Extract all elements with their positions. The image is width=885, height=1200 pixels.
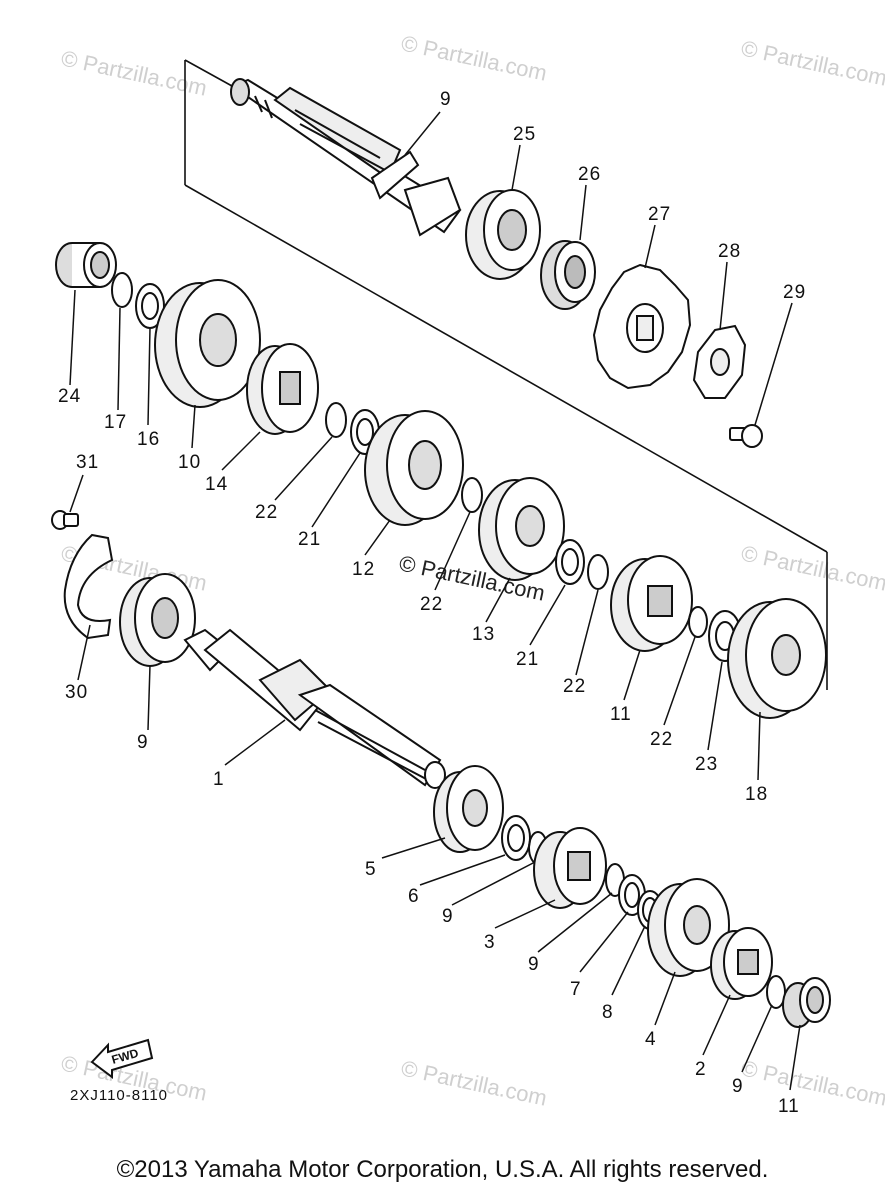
callout-23: 23 [695, 754, 718, 775]
bearing-25 [465, 189, 541, 280]
gear-16 [478, 477, 565, 581]
callout-15: 12 [352, 559, 375, 580]
bolt-31 [51, 510, 79, 530]
callout-22b: 22 [420, 594, 443, 615]
leader-lines [69, 111, 801, 1091]
callout-25: 25 [513, 124, 536, 145]
watermark-5: © Partzilla.com [739, 540, 885, 595]
bolt-29 [729, 424, 763, 448]
circlip-22a [325, 402, 347, 438]
callout-24: 24 [58, 386, 81, 407]
gear-13 [154, 279, 261, 408]
main-shaft-1 [183, 628, 446, 789]
callout-18: 18 [745, 784, 768, 805]
callout-13: 10 [178, 452, 201, 473]
bearing-10 [119, 573, 196, 667]
bearing-11 [782, 977, 831, 1028]
watermark-8: © Partzilla.com [739, 1055, 885, 1110]
gear-15 [364, 410, 464, 526]
callout-29: 29 [783, 282, 806, 303]
callout-8: 8 [602, 1002, 614, 1023]
callout-3: 3 [484, 932, 496, 953]
callout-6: 6 [408, 886, 420, 907]
callout-31: 31 [76, 452, 99, 473]
lock-washer-28 [692, 324, 747, 399]
circlip-20 [111, 272, 133, 308]
callout-10-label: 9 [137, 732, 149, 753]
washer-19 [135, 283, 165, 329]
callout-22d: 22 [650, 729, 673, 750]
gear-3 [533, 827, 607, 909]
bearing-stopper-30 [63, 533, 114, 640]
callout-9-lower: 9 [732, 1076, 744, 1097]
callout-9a: 9 [442, 906, 454, 927]
gear-2 [710, 927, 773, 1000]
watermark-1: © Partzilla.com [59, 45, 209, 100]
oil-seal-26 [540, 240, 596, 310]
main-axle [229, 78, 462, 237]
gear-17 [246, 343, 319, 435]
diagram-code: 2XJ110-8110 [70, 1087, 168, 1104]
callout-5: 5 [365, 859, 377, 880]
callout-21a: 21 [298, 529, 321, 550]
callout-19: 16 [137, 429, 160, 450]
callout-11-bearing: 11 [778, 1096, 800, 1117]
callout-17: 14 [205, 474, 228, 495]
gear-18 [727, 598, 827, 719]
callout-2: 2 [695, 1059, 707, 1080]
washer-21b [555, 539, 585, 585]
watermark-7: © Partzilla.com [399, 1055, 549, 1110]
callout-9b: 9 [528, 954, 540, 975]
washer-6 [501, 815, 531, 861]
callout-27: 27 [648, 204, 671, 225]
callout-1: 1 [213, 769, 225, 790]
callout-labels: 9 25 26 27 28 29 24 17 16 10 14 22 21 12… [58, 89, 806, 1117]
drive-sprocket-27 [592, 263, 692, 390]
callout-21b: 21 [516, 649, 539, 670]
gear-5 [433, 765, 504, 853]
gear-4 [647, 878, 730, 977]
fwd-arrow-icon: FWD [90, 1038, 154, 1079]
callout-26: 26 [578, 164, 601, 185]
callout-12: 9 [440, 89, 452, 110]
callout-22c: 22 [563, 676, 586, 697]
watermark-3: © Partzilla.com [739, 35, 885, 90]
assembly-bracket [184, 59, 828, 690]
gear-14 [610, 555, 693, 652]
callout-16: 13 [472, 624, 495, 645]
callout-14: 11 [610, 704, 632, 725]
circlip-22b [461, 477, 483, 513]
callout-28: 28 [718, 241, 741, 262]
callout-30: 30 [65, 682, 88, 703]
bearing-24 [55, 242, 117, 288]
watermark-2: © Partzilla.com [399, 30, 549, 85]
circlip-22c [587, 554, 609, 590]
callout-4: 4 [645, 1029, 657, 1050]
callout-20: 17 [104, 412, 127, 433]
circlip-22d [688, 606, 708, 638]
transmission-diagram-svg: © Partzilla.com © Partzilla.com © Partzi… [51, 30, 885, 1117]
callout-22a: 22 [255, 502, 278, 523]
copyright-notice: ©2013 Yamaha Motor Corporation, U.S.A. A… [116, 1156, 769, 1183]
callout-7: 7 [570, 979, 582, 1000]
